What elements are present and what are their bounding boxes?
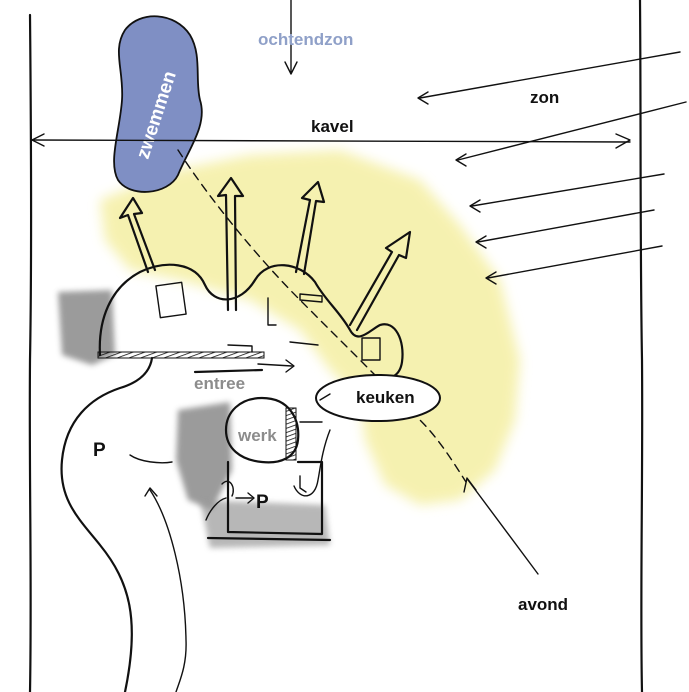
work-label: werk [237,426,277,445]
sun-label: zon [530,88,559,107]
parking-label-right: P [256,492,269,513]
house-footing [97,351,265,359]
kitchen-label: keuken [356,388,415,407]
lot-label: kavel [311,117,354,136]
work-area: werk [206,396,332,542]
evening-label: avond [518,595,568,614]
access-path [60,356,331,692]
swimming-pool: zwemmen [113,15,203,193]
kitchen-area: keuken [315,374,441,422]
work-wall-hatch [285,407,297,461]
morning-sun-label: ochtendzon [258,30,353,49]
entrance-label: entree [194,374,245,393]
parking-label-left: P [93,440,106,461]
shadow-areas [58,290,330,548]
house-outline [97,263,404,380]
view-arrows [118,176,412,332]
sun-arrows [177,0,687,575]
